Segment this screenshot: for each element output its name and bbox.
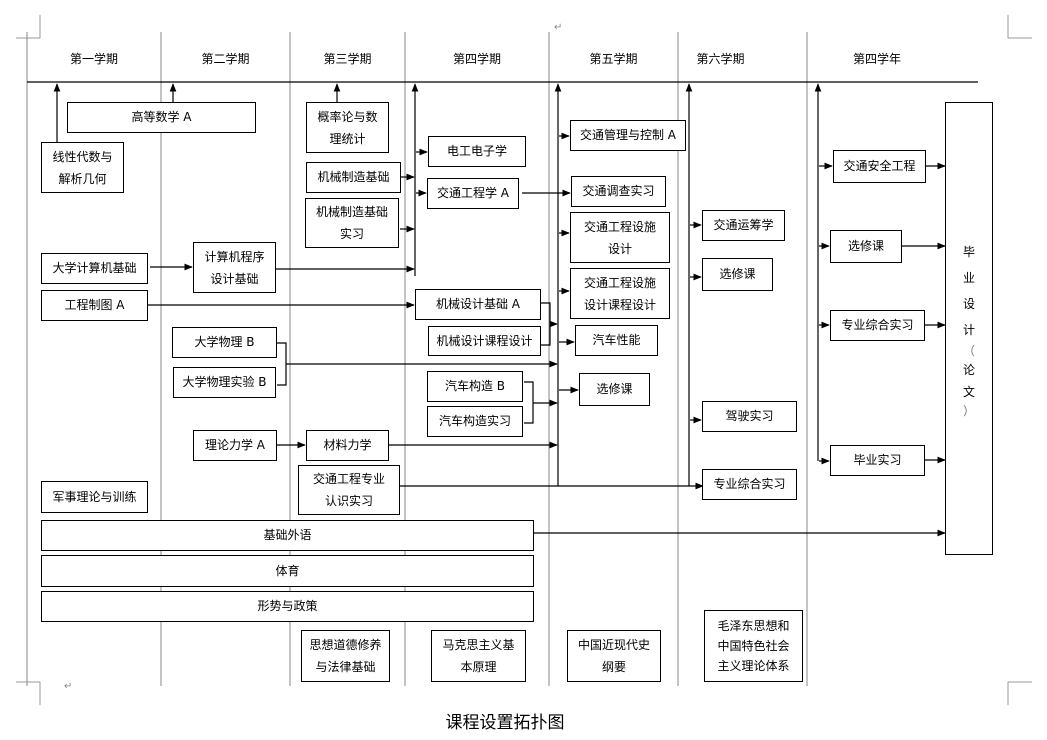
- bracket-mech-design: [541, 302, 551, 346]
- paragraph-mark-icon: ↵: [554, 22, 563, 33]
- course-machine-design: 机械设计基础 A: [415, 289, 541, 320]
- course-computer-basics: 大学计算机基础: [41, 253, 148, 284]
- bracket-auto: [524, 381, 534, 424]
- thesis-char: 业: [962, 270, 975, 285]
- paragraph-mark-icon: ↵: [64, 681, 73, 692]
- course-physics: 大学物理 B: [172, 327, 277, 358]
- course-manufacturing-practice: 机械制造基础 实习: [305, 198, 399, 248]
- course-linear-algebra: 线性代数与 解析几何: [41, 142, 124, 193]
- column-header-s3: 第三学期: [323, 52, 372, 66]
- course-graduation-practice: 毕业实习: [830, 445, 925, 476]
- thesis-char: 毕: [962, 244, 975, 259]
- course-manufacturing: 机械制造基础: [306, 162, 401, 193]
- course-comprehensive-practice-y4: 专业综合实习: [830, 310, 925, 341]
- course-traffic-cognition-practice: 交通工程专业 认识实习: [298, 465, 400, 515]
- course-traffic-management: 交通管理与控制 A: [570, 120, 686, 151]
- bracket-physics: [277, 342, 287, 386]
- course-auto-construction: 汽车构造 B: [427, 371, 523, 402]
- course-machine-design-project: 机械设计课程设计: [428, 326, 541, 356]
- course-marxism: 马克思主义基 本原理: [431, 630, 526, 682]
- column-header-s4: 第四学期: [452, 52, 501, 66]
- course-physical-education: 体育: [41, 555, 534, 587]
- course-auto-construction-practice: 汽车构造实习: [427, 406, 523, 437]
- thesis-char: 计: [962, 322, 975, 337]
- course-foreign-language: 基础外语: [41, 520, 534, 551]
- course-comprehensive-practice-s6: 专业综合实习: [702, 469, 797, 500]
- course-physics-lab: 大学物理实验 B: [173, 367, 276, 398]
- thesis-char: 文: [962, 384, 975, 399]
- column-header-y4: 第四学年: [852, 52, 901, 66]
- thesis-char: 论: [962, 362, 975, 377]
- course-elective-s6: 选修课: [702, 258, 773, 291]
- course-programming: 计算机程序 设计基础: [193, 242, 276, 293]
- course-traffic-survey-practice: 交通调查实习: [571, 176, 666, 207]
- course-military-training: 军事理论与训练: [41, 481, 148, 513]
- course-elective-y4: 选修课: [830, 230, 902, 263]
- course-engineering-drawing: 工程制图 A: [41, 290, 148, 321]
- column-header-s6: 第六学期: [696, 52, 745, 66]
- course-electronics: 电工电子学: [428, 136, 526, 167]
- course-graduation-thesis: 毕 业 设 计 （ 论 文 ）: [945, 102, 993, 555]
- course-elective-s5: 选修课: [579, 373, 650, 406]
- course-ethics-law: 思想道德修养 与法律基础: [301, 630, 390, 682]
- thesis-char: ）: [962, 403, 975, 418]
- course-traffic-engineering: 交通工程学 A: [427, 178, 519, 209]
- course-vehicle-performance: 汽车性能: [575, 325, 658, 356]
- course-mao-theory: 毛泽东思想和 中国特色社会 主义理论体系: [704, 610, 803, 682]
- column-header-s1: 第一学期: [69, 52, 118, 66]
- course-traffic-safety: 交通安全工程: [833, 150, 926, 183]
- course-material-mechanics: 材料力学: [306, 430, 389, 461]
- course-driving-practice: 驾驶实习: [702, 401, 797, 432]
- column-header-s2: 第二学期: [201, 52, 250, 66]
- course-modern-history: 中国近现代史 纲要: [567, 630, 661, 682]
- course-situation-policy: 形势与政策: [41, 591, 534, 622]
- course-operations-research: 交通运筹学: [702, 210, 785, 241]
- column-header-s5: 第五学期: [589, 52, 638, 66]
- thesis-char: 设: [962, 296, 975, 311]
- thesis-char: （: [962, 343, 975, 358]
- course-facility-design: 交通工程设施 设计: [570, 212, 670, 263]
- course-probability-statistics: 概率论与数 理统计: [306, 102, 389, 153]
- course-advanced-math: 高等数学 A: [67, 102, 256, 133]
- course-theoretical-mechanics: 理论力学 A: [193, 430, 277, 461]
- diagram-title: 课程设置拓扑图: [445, 713, 565, 733]
- course-facility-design-project: 交通工程设施 设计课程设计: [570, 268, 670, 319]
